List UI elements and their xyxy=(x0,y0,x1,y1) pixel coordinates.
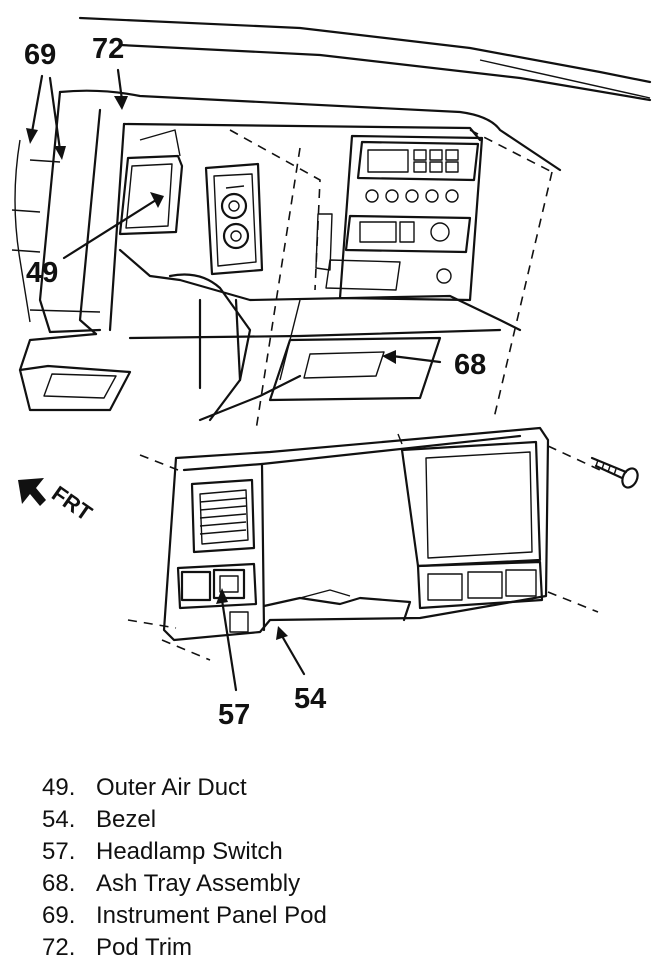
instrument-panel-pod xyxy=(11,89,562,336)
lower-dash xyxy=(18,248,522,422)
callout-72: 72 xyxy=(92,33,124,65)
headlamp-switch xyxy=(176,562,258,633)
bezel xyxy=(162,426,550,642)
callout-54: 54 xyxy=(294,683,326,715)
legend-label: Bezel xyxy=(96,806,157,833)
legend-label: Ash Tray Assembly xyxy=(96,870,301,897)
legend-item: 68. Ash Tray Assembly xyxy=(42,868,642,900)
legend-number: 72. xyxy=(42,934,76,961)
gauge-cluster xyxy=(204,162,264,276)
outer-air-duct xyxy=(118,129,184,236)
legend-label: Instrument Panel Pod xyxy=(96,902,327,929)
callout-57: 57 xyxy=(218,699,250,731)
callout-68: 68 xyxy=(454,349,486,381)
legend-item: 54. Bezel xyxy=(42,804,642,836)
bezel-vent xyxy=(190,478,256,554)
legend-number: 54. xyxy=(42,806,76,833)
legend-number: 49. xyxy=(42,774,76,801)
leader-lines xyxy=(26,68,442,692)
legend-item: 49. Outer Air Duct xyxy=(42,772,642,804)
front-arrow-icon xyxy=(18,478,46,506)
radio-hvac-cluster xyxy=(315,134,484,302)
legend-item: 69. Instrument Panel Pod xyxy=(42,900,642,932)
legend-item: 72. Pod Trim xyxy=(42,932,642,964)
legend-number: 68. xyxy=(42,870,76,897)
legend-item: 57. Headlamp Switch xyxy=(42,836,642,868)
legend-number: 57. xyxy=(42,838,76,865)
windshield-lines xyxy=(78,16,652,102)
screw-icon xyxy=(590,456,639,489)
parts-legend: 49. Outer Air Duct 54. Bezel 57. Headlam… xyxy=(42,772,642,964)
callout-49: 49 xyxy=(26,257,58,289)
legend-label: Headlamp Switch xyxy=(96,838,283,865)
legend-label: Pod Trim xyxy=(96,934,193,961)
front-direction-label: FRT xyxy=(47,481,97,526)
alignment-lines xyxy=(127,129,601,661)
legend-number: 69. xyxy=(42,902,76,929)
callout-69: 69 xyxy=(24,39,56,71)
legend-label: Outer Air Duct xyxy=(96,774,247,801)
